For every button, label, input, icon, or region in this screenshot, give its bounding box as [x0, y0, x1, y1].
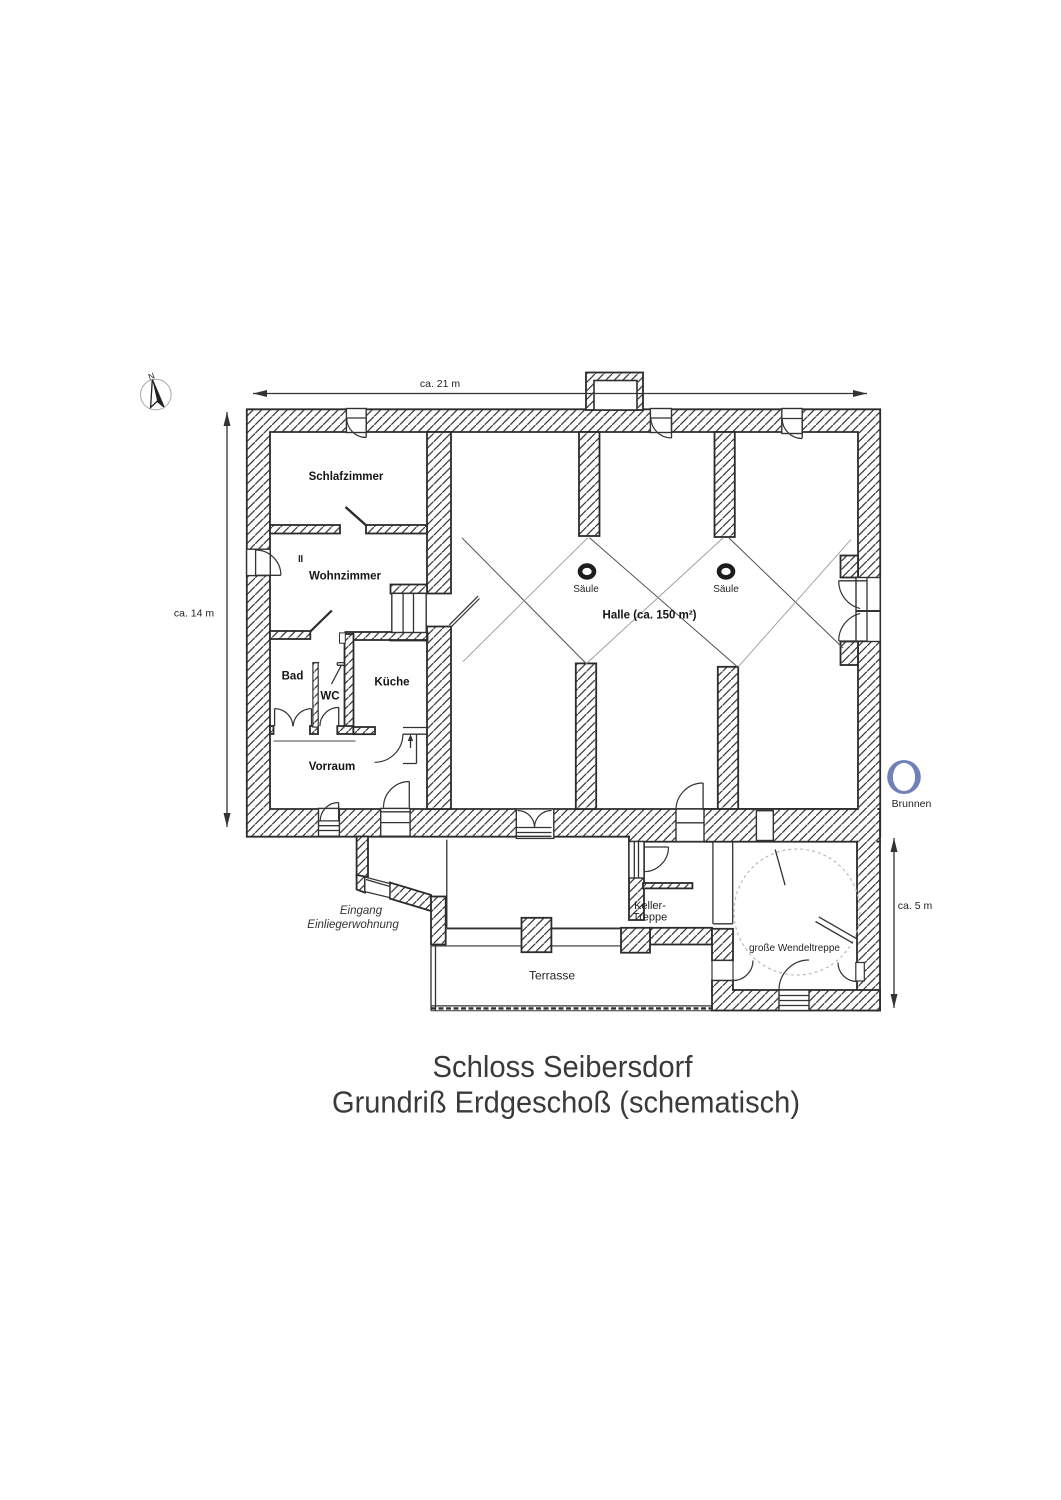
svg-text:große Wendeltreppe: große Wendeltreppe [749, 943, 840, 954]
svg-text:Grundriß Erdgeschoß (schematis: Grundriß Erdgeschoß (schematisch) [332, 1085, 800, 1120]
svg-text:Eingang: Eingang [340, 905, 383, 917]
svg-text:WC: WC [320, 691, 339, 703]
svg-text:ca. 14 m: ca. 14 m [174, 608, 215, 620]
svg-text:Einliegerwohnung: Einliegerwohnung [307, 919, 399, 931]
svg-text:Vorraum: Vorraum [309, 761, 355, 773]
svg-text:Säule: Säule [573, 584, 599, 595]
svg-text:Schloss Seibersdorf: Schloss Seibersdorf [433, 1049, 693, 1084]
svg-text:Säule: Säule [713, 584, 739, 595]
svg-text:ca. 21 m: ca. 21 m [420, 378, 461, 390]
svg-text:Schlafzimmer: Schlafzimmer [309, 471, 384, 483]
svg-text:Brunnen: Brunnen [892, 798, 932, 810]
svg-text:N: N [147, 370, 156, 381]
svg-text:Treppe: Treppe [633, 912, 667, 924]
svg-text:ca. 5 m: ca. 5 m [898, 900, 933, 912]
svg-text:Keller-: Keller- [634, 900, 666, 912]
svg-text:Wohnzimmer: Wohnzimmer [309, 571, 382, 583]
svg-text:Terrasse: Terrasse [529, 969, 575, 983]
svg-text:Halle (ca. 150 m²): Halle (ca. 150 m²) [603, 610, 697, 622]
svg-text:Küche: Küche [374, 677, 409, 689]
svg-text:Bad: Bad [282, 671, 304, 683]
